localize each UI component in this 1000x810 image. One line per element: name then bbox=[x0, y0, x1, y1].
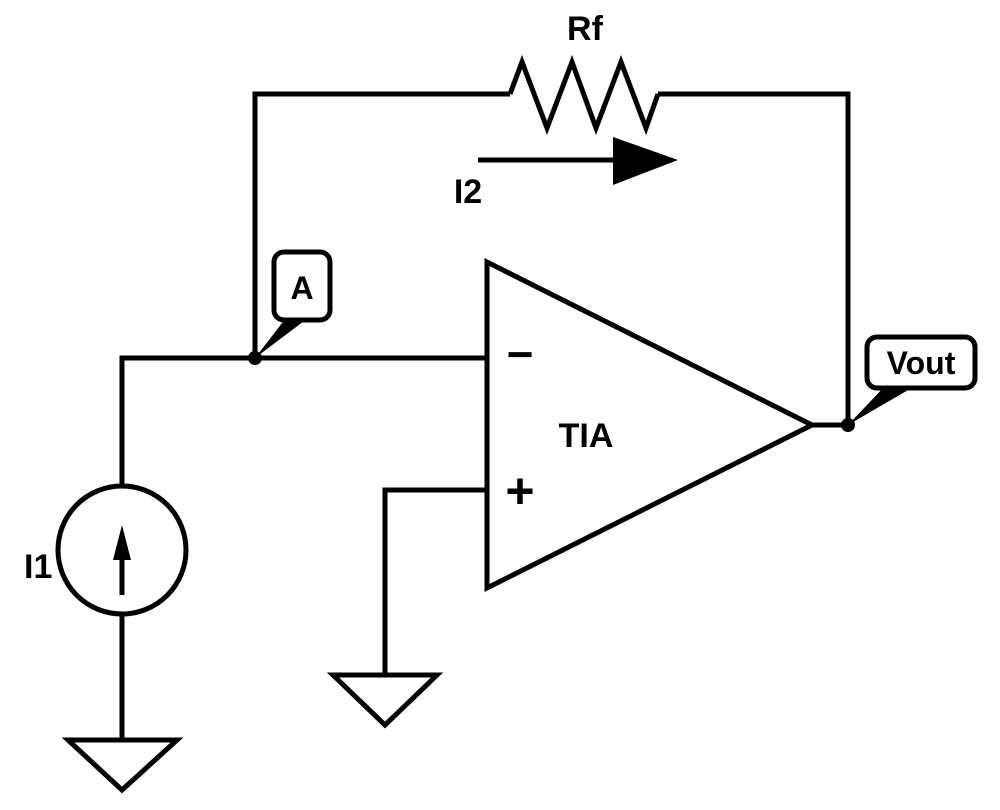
opamp-triangle bbox=[484, 257, 818, 593]
noninverting-input-wire bbox=[382, 487, 487, 675]
node-a-pointer bbox=[255, 318, 308, 358]
feedback-wire-right bbox=[658, 91, 851, 425]
vout-label: Vout bbox=[887, 345, 956, 381]
opamp-label: TIA bbox=[559, 417, 614, 455]
inverting-input-sign: − bbox=[507, 328, 534, 380]
ground-symbol-source bbox=[61, 737, 184, 794]
feedback-resistor-rf bbox=[507, 54, 661, 136]
i1-label: I1 bbox=[24, 548, 52, 586]
inverting-input-wire bbox=[119, 355, 487, 485]
vout-pointer bbox=[848, 386, 915, 425]
current-source-arrow-head bbox=[113, 525, 131, 560]
i2-label: I2 bbox=[454, 173, 482, 211]
vout-bubble bbox=[864, 334, 978, 391]
i2-arrow-head bbox=[613, 137, 678, 185]
node-a-label: A bbox=[290, 270, 313, 306]
noninverting-input-sign: + bbox=[505, 463, 534, 519]
ground-symbol-opamp bbox=[326, 672, 444, 729]
feedback-wire-left bbox=[252, 91, 510, 358]
rf-label: Rf bbox=[567, 10, 604, 48]
